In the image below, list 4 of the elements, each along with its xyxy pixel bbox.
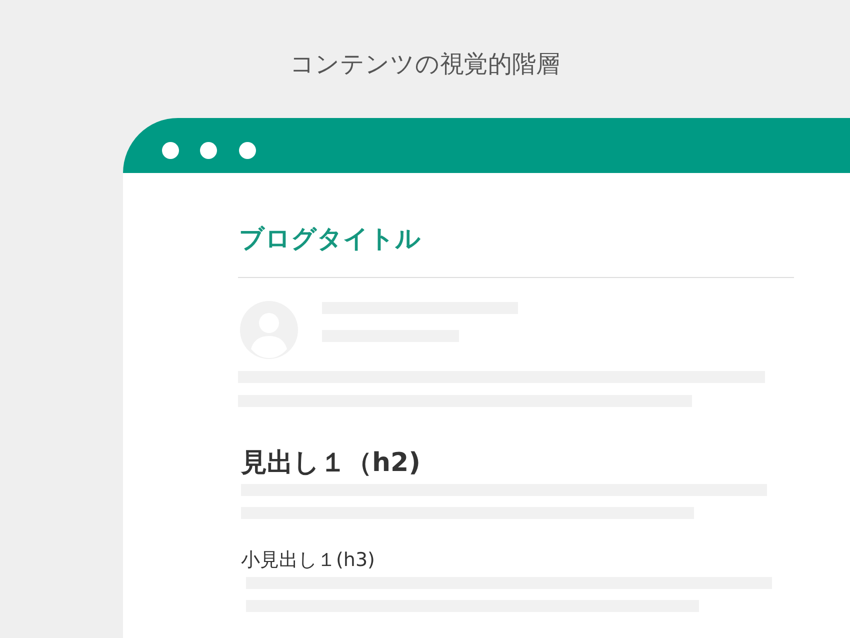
page-title: コンテンツの視覚的階層 <box>289 49 561 80</box>
subheading-text: 小見出し１(h3) <box>241 548 375 573</box>
blog-title: ブログタイトル <box>239 223 421 255</box>
heading-text: 見出し１（h2) <box>241 447 420 480</box>
